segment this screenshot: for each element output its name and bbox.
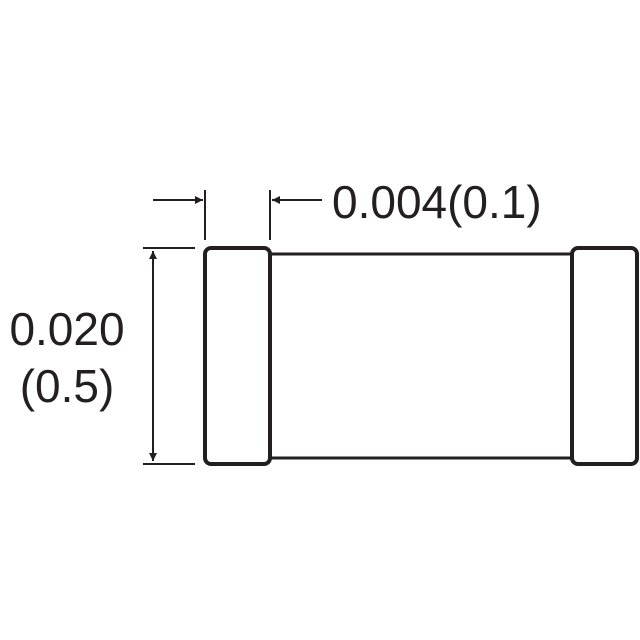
height-inch-label: 0.020	[9, 303, 124, 355]
left-terminal	[203, 246, 272, 466]
component-body	[266, 252, 578, 460]
terminal-width-label: 0.004(0.1)	[332, 176, 542, 228]
right-terminal	[570, 246, 639, 466]
height-mm-label: (0.5)	[20, 360, 115, 412]
